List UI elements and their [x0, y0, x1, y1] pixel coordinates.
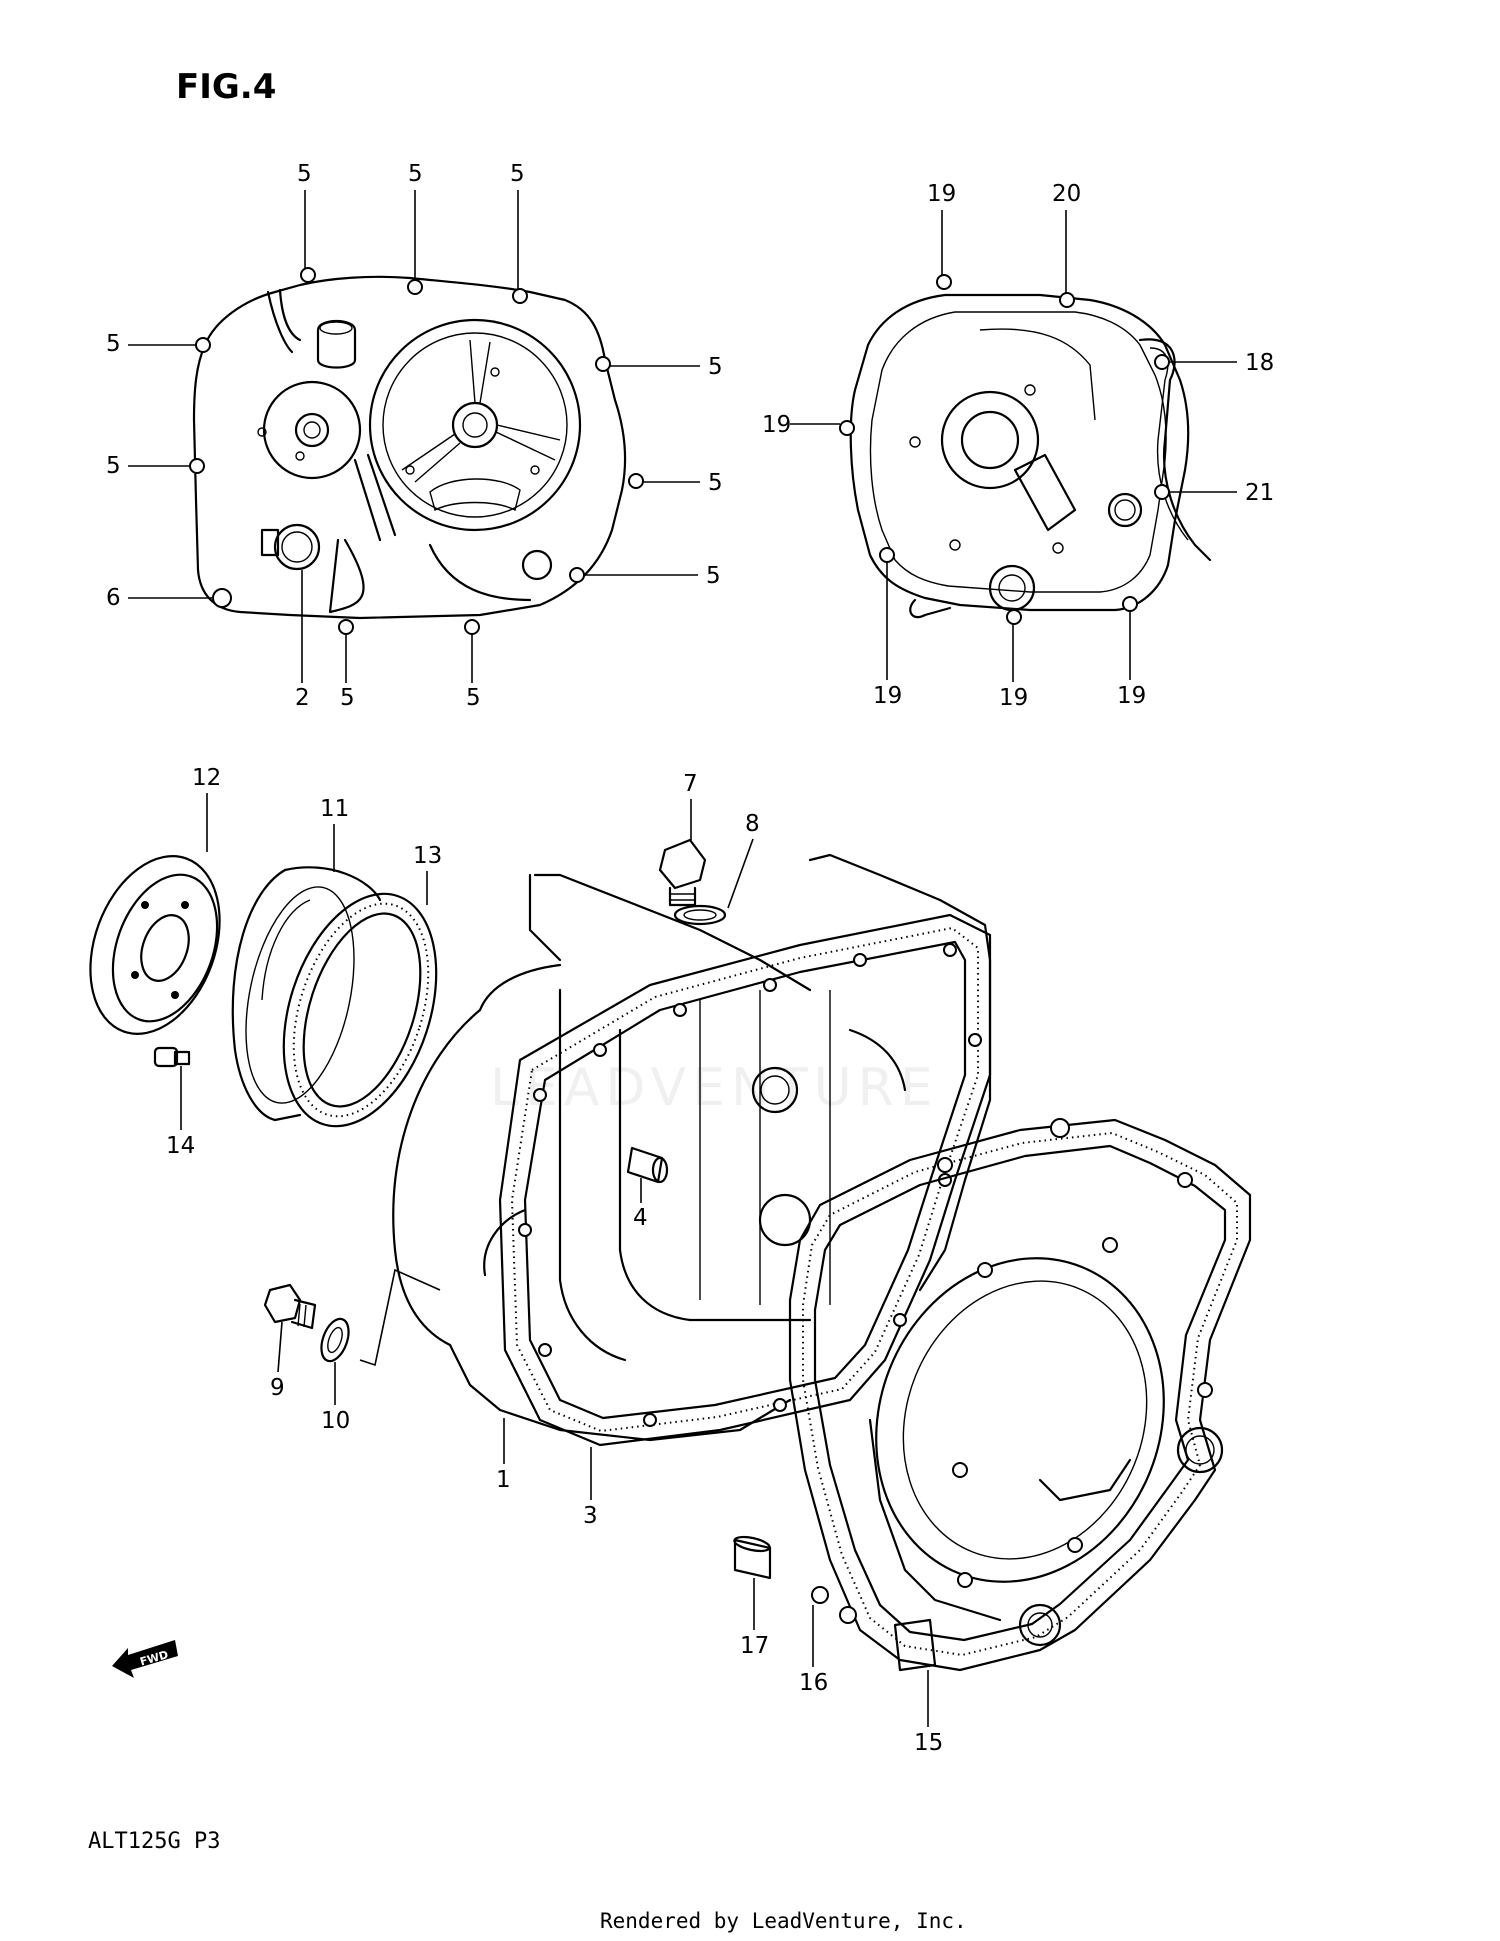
callout-7: 7	[683, 771, 698, 797]
part-4-dowel	[626, 1146, 669, 1184]
callout-19: 19	[999, 685, 1028, 711]
callout-5: 5	[408, 161, 423, 187]
part-11-housing	[231, 866, 382, 1122]
part-9-bolt	[263, 1283, 317, 1330]
callouts-top-right: 19 20 18 19 21 19 19 19	[762, 181, 1274, 711]
callout-19: 19	[1117, 683, 1146, 709]
part-14-bolt	[153, 1046, 191, 1068]
callout-10: 10	[321, 1408, 350, 1434]
callout-5: 5	[340, 685, 355, 711]
part-8-washer	[673, 904, 727, 926]
callout-5: 5	[706, 563, 721, 589]
clutch-cover-outer	[189, 267, 644, 635]
callout-16: 16	[799, 1670, 828, 1696]
part-17-dowel	[733, 1535, 772, 1580]
callout-21: 21	[1245, 480, 1274, 506]
callout-9: 9	[270, 1375, 285, 1401]
leader-drain	[359, 1268, 441, 1367]
callout-18: 18	[1245, 350, 1274, 376]
callout-15: 15	[914, 1730, 943, 1756]
model-code: ALT125G P3	[88, 1829, 220, 1854]
part-1-crankcase	[392, 853, 992, 1442]
footer-credit: Rendered by LeadVenture, Inc.	[600, 1909, 967, 1933]
fwd-arrow-icon: FWD	[112, 1640, 178, 1678]
callout-5: 5	[106, 331, 121, 357]
callout-19: 19	[927, 181, 956, 207]
callout-19: 19	[762, 412, 791, 438]
callout-3: 3	[583, 1503, 598, 1529]
callouts-top-left: 5 5 5 5 5 5 5 5 6 2 5 5	[106, 161, 723, 711]
callout-11: 11	[320, 796, 349, 822]
callout-2: 2	[295, 685, 310, 711]
callout-5: 5	[106, 453, 121, 479]
callout-17: 17	[740, 1633, 769, 1659]
callout-5: 5	[510, 161, 525, 187]
callout-8: 8	[745, 811, 760, 837]
callout-4: 4	[633, 1205, 648, 1231]
callout-5: 5	[708, 354, 723, 380]
callout-20: 20	[1052, 181, 1081, 207]
part-15-crankcase-right	[788, 1118, 1252, 1672]
callout-5: 5	[708, 470, 723, 496]
callout-5: 5	[466, 685, 481, 711]
part-3-gasket	[498, 913, 992, 1447]
callout-5: 5	[297, 161, 312, 187]
figure-title: FIG.4	[176, 67, 276, 107]
callout-12: 12	[192, 765, 221, 791]
part-7-plug	[658, 838, 707, 907]
part-10-washer	[320, 1317, 350, 1363]
callout-14: 14	[166, 1133, 195, 1159]
clutch-cover-inner	[839, 274, 1212, 625]
callout-19: 19	[873, 683, 902, 709]
callouts-bottom: 12 11 13 7 8 14 4 9 10 1 3 17 16 15	[166, 765, 943, 1756]
callout-6: 6	[106, 585, 121, 611]
watermark: LEADVENTURE	[490, 1058, 939, 1118]
callout-1: 1	[496, 1467, 511, 1493]
callout-13: 13	[413, 843, 442, 869]
part-12-cover	[89, 855, 221, 1035]
part-13-gasket	[282, 892, 438, 1128]
